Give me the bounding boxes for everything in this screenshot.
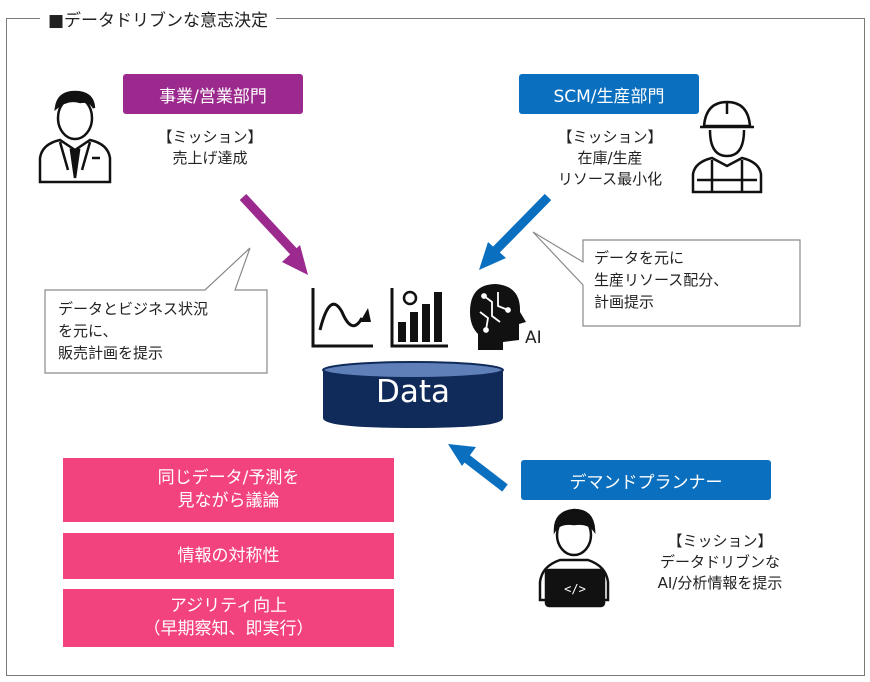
planner-arrow [448, 444, 508, 492]
planner-mission: 【ミッション】 データドリブンな AI/分析情報を提示 [657, 532, 783, 592]
benefit-shared-forecast: 同じデータ/予測を 見ながら議論 [63, 458, 394, 522]
engineer-icon [691, 100, 763, 194]
diagram-title: ■データドリブンな意志決定 [40, 6, 277, 31]
sales-callout-shape [44, 247, 268, 374]
sales-dept-label: 事業/営業部門 [123, 74, 303, 114]
scm-callout-shape [532, 231, 801, 327]
businessman-icon [38, 90, 112, 184]
scm-callout-text: データを元に 生産リソース配分、 計画提示 [594, 249, 729, 311]
benefit-information-symmetry: 情報の対称性 [63, 533, 394, 579]
sales-arrow [239, 193, 308, 275]
bar-chart-icon [390, 288, 448, 348]
ai-head-icon [470, 284, 526, 350]
demand-planner-label: デマンドプランナー [521, 460, 771, 500]
wave-chart-icon [311, 288, 373, 348]
diagram-frame [6, 18, 865, 676]
scm-dept-label: SCM/生産部門 [519, 74, 699, 114]
database-label: Data [375, 374, 451, 410]
ai-label: AI [525, 328, 542, 348]
database-icon [322, 361, 504, 428]
sales-callout-text: データとビジネス状況 を元に、 販売計画を提示 [58, 300, 209, 362]
developer-icon: </> [538, 508, 610, 608]
sales-mission: 【ミッション】 売上げ達成 [157, 128, 263, 167]
scm-arrow [479, 193, 552, 270]
benefit-agility: アジリティ向上 （早期察知、即実行） [63, 589, 394, 647]
svg-text:</>: </> [564, 582, 586, 596]
scm-mission: 【ミッション】 在庫/生産 リソース最小化 [557, 128, 663, 188]
